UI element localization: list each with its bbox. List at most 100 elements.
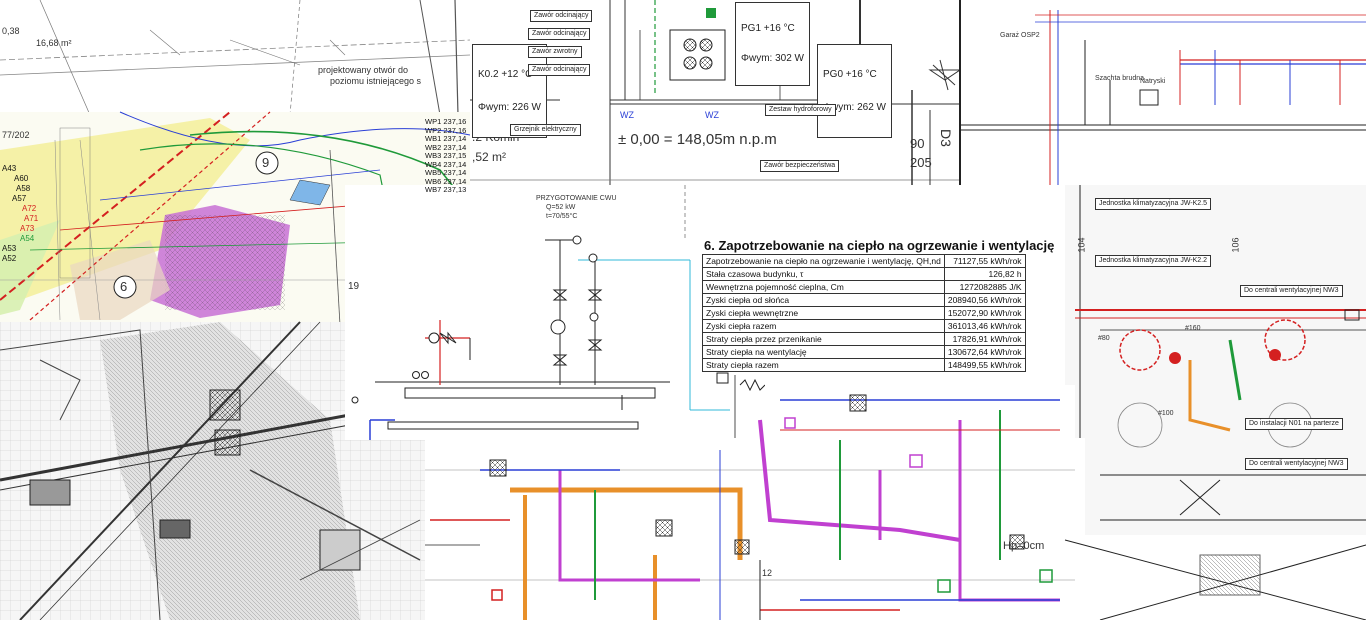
room-pg0-box: PG0 +16 °C Φwym: 262 W — [817, 44, 892, 138]
survey-wb-label: WB6 — [425, 176, 442, 186]
survey-wb-label: WB3 — [425, 151, 442, 160]
dim-106: 106 — [1230, 237, 1241, 253]
area-b-label: ,52 m² — [472, 150, 507, 164]
dim-100: #100 — [1158, 410, 1174, 417]
survey-wb-value: 237,16 — [443, 117, 467, 126]
survey-a-label: A53 — [2, 244, 17, 253]
valve-note: Zawór odcinający — [528, 28, 591, 40]
shaft-label: Szachta brudna — [1095, 75, 1145, 82]
heat-table-label: Zyski ciepła wewnętrzne — [702, 306, 945, 320]
ac-unit-note: Jednostka klimatyzacyjna JW-K2.5 — [1095, 198, 1212, 210]
node-9: 9 — [262, 155, 270, 170]
heat-table-value: 148499,55 kWh/rok — [943, 358, 1026, 372]
dhw-prep-power: Q=52 kW — [546, 204, 576, 211]
survey-wb-label: WB1 — [425, 134, 442, 143]
heat-table-label: Straty ciepła razem — [702, 358, 945, 372]
survey-a-label: A52 — [2, 254, 17, 263]
wz-label-3: WZ — [705, 110, 719, 120]
survey-a-label: A54 — [20, 234, 35, 243]
dim-104: 104 — [1076, 237, 1087, 253]
dhw-prep-temp: t=70/55°C — [546, 213, 578, 220]
survey-wb-label: WB2 — [425, 142, 442, 152]
heat-table-value: 152072,90 kWh/rok — [943, 306, 1026, 320]
dim-90: 90 — [910, 136, 925, 151]
survey-wb-row: WB2 237,14 — [425, 142, 480, 153]
heat-table-label: Zapotrzebowanie na ciepło na ogrzewanie … — [702, 254, 945, 268]
survey-wb-row: WB6 237,14 — [425, 176, 480, 187]
heat-table-label: Straty ciepła na wentylację — [702, 345, 945, 359]
dim-205: 205 — [910, 155, 932, 170]
wz-label-2: WZ — [620, 110, 634, 120]
ahu-note-2: Do centrali wentylacyjnej NW3 — [1245, 458, 1348, 470]
room-label-d3b: D3 — [937, 129, 954, 147]
valve-note: Zawór zwrotny — [528, 46, 582, 58]
node-19: 19 — [348, 281, 360, 292]
site-plan-fragment — [0, 111, 485, 327]
node-6: 6 — [120, 279, 128, 294]
room-pg1-load: Φwym: 302 W — [741, 53, 804, 64]
survey-wb-value: 237,14 — [443, 134, 467, 143]
heat-table-value: 208940,56 kWh/rok — [943, 293, 1026, 307]
safety-valve-note: Zawór bezpieczeństwa — [760, 160, 840, 172]
booster-note: Zestaw hydroforowy — [765, 104, 836, 116]
survey-a-label: A72 — [22, 204, 37, 213]
heat-table-value: 17826,91 kWh/rok — [943, 332, 1026, 346]
heat-table-label: Zyski ciepła razem — [702, 319, 945, 333]
survey-wb-row: WB4 237,14 — [425, 159, 480, 170]
heat-table-label: Straty ciepła przez przenikanie — [702, 332, 945, 346]
room-pg1-box: PG1 +16 °C Φwym: 302 W — [735, 2, 810, 86]
room-pg0-label: PG0 +16 °C — [823, 69, 877, 80]
ventilation-plan-fragment — [425, 385, 1366, 620]
heat-table-title: 6. Zapotrzebowanie na ciepło na ogrzewan… — [704, 238, 1055, 253]
heat-demand-table: Zapotrzebowanie na ciepło na ogrzewanie … — [702, 254, 1026, 372]
proj-poziom-label: poziomu istniejącego s — [330, 76, 422, 86]
survey-a-label: A58 — [16, 184, 31, 193]
heat-table-value: 71127,55 kWh/rok — [943, 254, 1026, 268]
area-a-label: 16,68 m² — [36, 38, 72, 48]
dim-160: #160 — [1185, 325, 1201, 332]
survey-a-label: A57 — [12, 194, 27, 203]
survey-wb-value: 237,14 — [443, 159, 467, 169]
survey-a-labels: A43 A60 A58 A57 A72 A71 A73 A54 A53 A52 — [2, 164, 42, 264]
heat-table-body: Zapotrzebowanie na ciepło na ogrzewanie … — [702, 254, 1026, 372]
proj-otwor-label: projektowany otwór do — [318, 65, 409, 75]
survey-a-label: A60 — [14, 174, 29, 183]
survey-wb-value: 237,16 — [443, 125, 467, 135]
heat-table-value: 1272082885 J/K — [943, 280, 1026, 294]
ahu-note: Do centrali wentylacyjnej NW3 — [1240, 285, 1343, 297]
room-k02-load: Φwym: 226 W — [478, 102, 541, 113]
sewer-plan-fragment — [0, 0, 471, 116]
survey-wb-row: WB5 237,14 — [425, 168, 480, 178]
survey-wb-value: 237,14 — [443, 176, 467, 186]
floor-install-note: Do instalacji N01 na parterze — [1245, 418, 1343, 430]
heat-table-label: Zyski ciepła od słońca — [702, 293, 945, 307]
heater-note: Grzejnik elektryczny — [510, 124, 581, 136]
showers-label: Natryski — [1140, 78, 1166, 85]
heat-table-value: 126,82 h — [943, 267, 1026, 281]
survey-wb-row: WB3 237,15 — [425, 151, 480, 161]
survey-wb-label: WB4 — [425, 159, 442, 169]
survey-a-label: A43 — [2, 164, 17, 173]
survey-wb-row: WB1 237,14 — [425, 134, 480, 144]
heat-table-value: 130672,64 kWh/rok — [943, 345, 1026, 359]
hp-label: Hp=0cm — [1003, 540, 1045, 552]
survey-a-label: A73 — [20, 224, 35, 233]
room-k02-box: K0.2 +12 °C Φwym: 226 W — [472, 44, 547, 138]
ac-unit-note-2: Jednostka klimatyzacyjna JW-K2.2 — [1095, 255, 1212, 267]
level-label: ± 0,00 = 148,05m n.p.m — [618, 131, 777, 148]
survey-wb-label: WB5 — [425, 168, 442, 177]
room-k02-label: K0.2 +12 °C — [478, 69, 533, 80]
sanitary-plan-fragment — [959, 0, 1366, 185]
node-12: 12 — [762, 568, 773, 578]
room-pg0-load: Φwym: 262 W — [823, 102, 886, 113]
survey-wb-row: WB7 237,13 — [425, 185, 480, 195]
survey-a-label: A71 — [24, 214, 39, 223]
